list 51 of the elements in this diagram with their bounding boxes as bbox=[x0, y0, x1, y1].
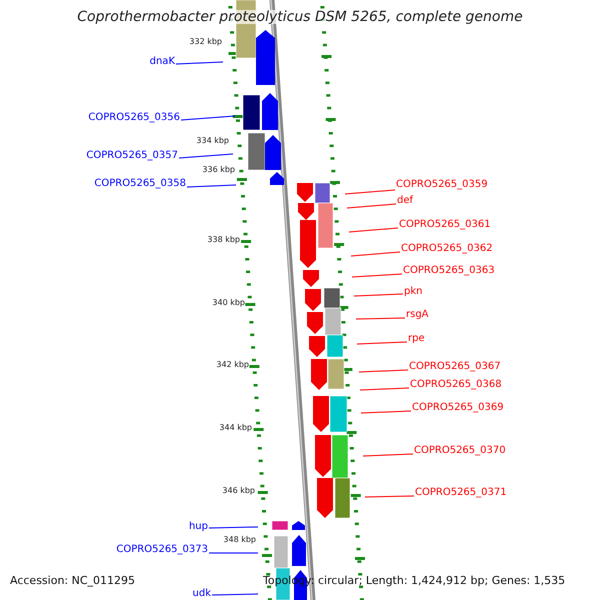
gene-label: COPRO5265_0369 bbox=[412, 403, 504, 413]
scale-label: 344 kbp bbox=[219, 424, 252, 432]
leader-line bbox=[350, 252, 400, 256]
scale-label: 340 kbp bbox=[212, 299, 245, 307]
leader-line bbox=[186, 184, 236, 188]
leader-line bbox=[362, 454, 414, 456]
leader-line bbox=[364, 496, 414, 498]
footer-text: Accession: NC_011295 bbox=[10, 575, 136, 586]
gene-label: COPRO5265_0367 bbox=[409, 362, 501, 372]
scale-label: 338 kbp bbox=[207, 236, 240, 244]
leader-line bbox=[208, 526, 258, 528]
leader-line bbox=[360, 388, 410, 390]
gene-label: hup bbox=[188, 522, 208, 532]
leader-line bbox=[356, 342, 408, 344]
leader-line bbox=[360, 410, 412, 414]
leader-line bbox=[354, 294, 404, 296]
leader-line bbox=[358, 370, 408, 372]
gene-label: COPRO5265_0358 bbox=[94, 179, 186, 189]
gene-label: udk bbox=[192, 589, 211, 599]
gene-label: COPRO5265_0370 bbox=[414, 446, 506, 456]
gene-label: dnaK bbox=[150, 57, 175, 67]
leader-line bbox=[348, 228, 398, 232]
scale-label: 336 kbp bbox=[202, 166, 235, 174]
leader-line bbox=[344, 190, 396, 194]
gene-label: rpe bbox=[408, 334, 425, 344]
leader-line bbox=[178, 154, 234, 158]
leader-line bbox=[208, 552, 258, 554]
gene-label: COPRO5265_0363 bbox=[403, 266, 495, 276]
footer-text: Topology: circular; Length: 1,424,912 bp; Genes: 1,535 bbox=[263, 575, 566, 586]
scale-label: 334 kbp bbox=[196, 137, 229, 145]
gene-label: COPRO5265_0361 bbox=[399, 220, 491, 230]
scale-label: 346 kbp bbox=[222, 487, 255, 495]
gene-label: COPRO5265_0357 bbox=[86, 151, 178, 161]
gene-label: COPRO5265_0359 bbox=[396, 180, 488, 190]
gene-label: pkn bbox=[404, 287, 422, 297]
scale-label: 342 kbp bbox=[216, 361, 249, 369]
scale-label: 348 kbp bbox=[223, 536, 256, 544]
leader-line bbox=[212, 594, 258, 596]
leader-line bbox=[176, 62, 224, 64]
leader-line bbox=[180, 116, 236, 120]
scale-label: 332 kbp bbox=[189, 38, 222, 46]
gene-label: def bbox=[397, 196, 414, 206]
gene-label: COPRO5265_0368 bbox=[410, 380, 502, 390]
gene-label: COPRO5265_0356 bbox=[88, 113, 180, 123]
gene-label: rsgA bbox=[406, 310, 429, 320]
gene-label: COPRO5265_0362 bbox=[401, 244, 493, 254]
leader-line bbox=[356, 318, 406, 320]
leader-line bbox=[352, 274, 402, 278]
gene-label: COPRO5265_0371 bbox=[415, 488, 507, 498]
gene-label: COPRO5265_0373 bbox=[116, 545, 208, 555]
leader-line bbox=[346, 204, 396, 208]
